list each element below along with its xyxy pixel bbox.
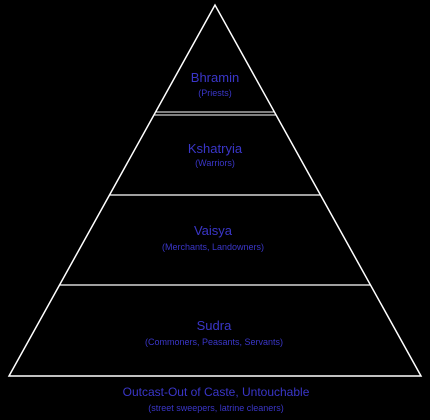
tier-kshatryia-name: Kshatryia [188, 141, 243, 156]
tier-sudra-note: (Commoners, Peasants, Servants) [145, 337, 283, 347]
pyramid-outline [7, 3, 423, 377]
outcast-note: (street sweepers, latrine cleaners) [148, 403, 284, 413]
tier-sudra-name: Sudra [197, 318, 232, 333]
tier-kshatryia-note: (Warriors) [195, 158, 235, 168]
tier-bhramin-name: Bhramin [191, 70, 239, 85]
tier-vaisya-name: Vaisya [194, 223, 233, 238]
tier-bhramin-note: (Priests) [198, 88, 232, 98]
outcast-name: Outcast-Out of Caste, Untouchable [123, 385, 310, 399]
tier-vaisya-note: (Merchants, Landowners) [162, 242, 264, 252]
